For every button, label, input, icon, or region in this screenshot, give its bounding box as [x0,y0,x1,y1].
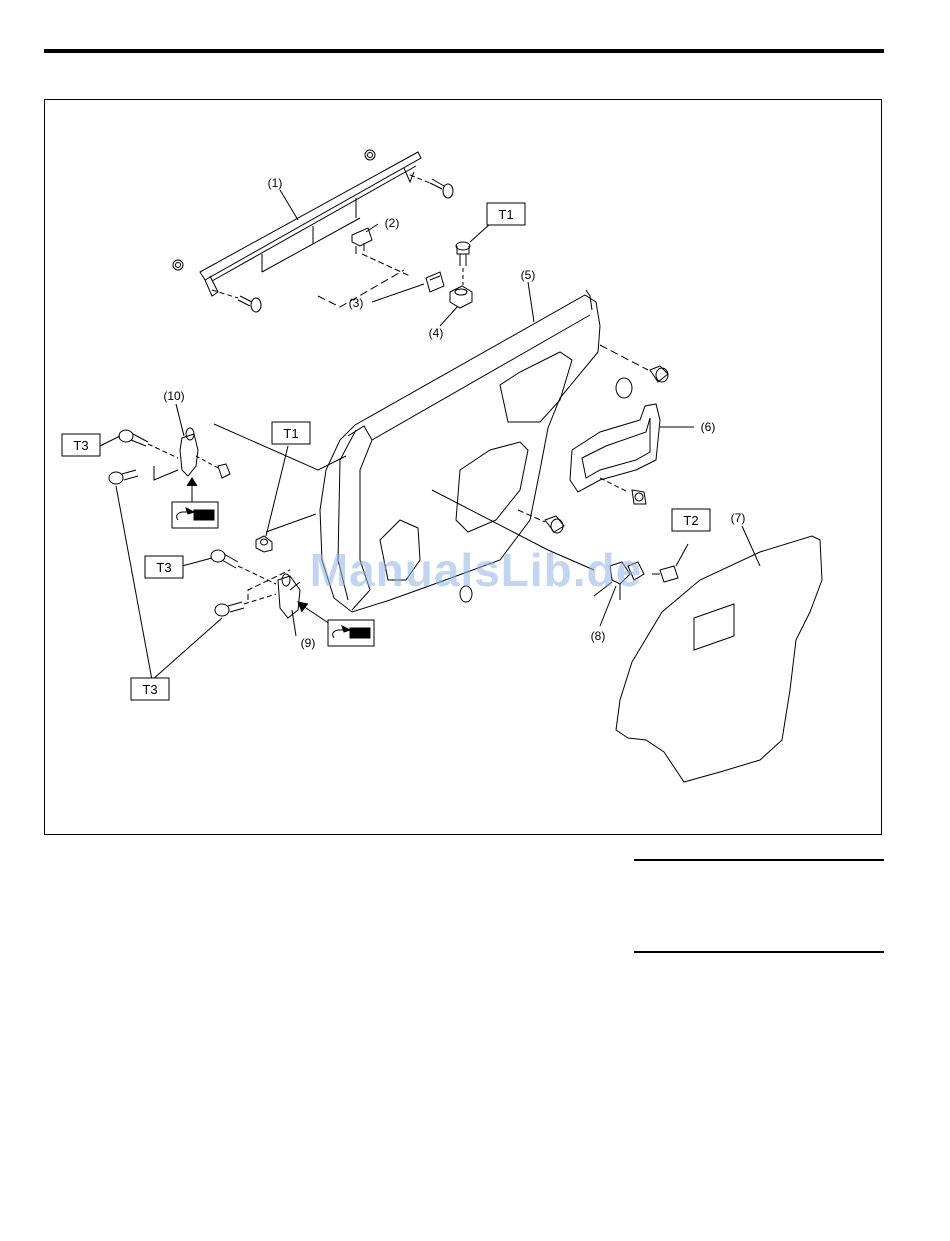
callout-7: (7) [731,511,746,525]
torque-label-t1-top: T1 [498,207,513,222]
torque-label-t3-lower: T3 [142,682,157,697]
clip-panel-right [650,366,668,382]
torque-label-t2: T2 [683,513,698,528]
bolt-t1-top [456,224,490,285]
watermark: ManualsLib.de [310,544,642,596]
callout-6: (6) [701,420,716,434]
screw-lower-left [212,290,261,312]
bolt-t2 [652,544,688,582]
clip-lower [173,260,183,270]
callout-4: (4) [429,326,444,340]
clip-upper [365,150,375,160]
nut-t1-mid [256,446,288,552]
grease-gun-icon [172,502,218,528]
bolt-t3-middle [211,550,276,584]
grease-gun-icon [328,620,374,646]
torque-label-t1-mid: T1 [283,426,298,441]
part-2-bracket [352,228,372,254]
clip-panel-lower [545,516,564,533]
screw-upper-right [410,175,453,198]
bolt-t3-lower [215,594,276,616]
torque-label-t3-upper: T3 [73,438,88,453]
callout-2: (2) [385,216,400,230]
part-6-inner-handle [570,404,660,504]
callout-9: (9) [301,636,316,650]
bolt-t3-upper [119,430,178,458]
part-7-trim-cover [616,536,822,782]
part-7-label-area [694,604,734,650]
torque-label-t3-middle: T3 [156,560,171,575]
note-rule-bottom [634,951,884,953]
callout-8: (8) [591,629,606,643]
callout-1: (1) [268,176,283,190]
part-4-bushing [450,286,472,308]
bolt-t3-second [109,470,138,484]
callout-5: (5) [521,268,536,282]
note-rule-top [634,859,884,861]
part-9-hinge-lower [278,574,300,618]
part-10-hinge-upper [180,428,230,478]
callout-10: (10) [163,389,184,403]
callout-3: (3) [349,296,364,310]
